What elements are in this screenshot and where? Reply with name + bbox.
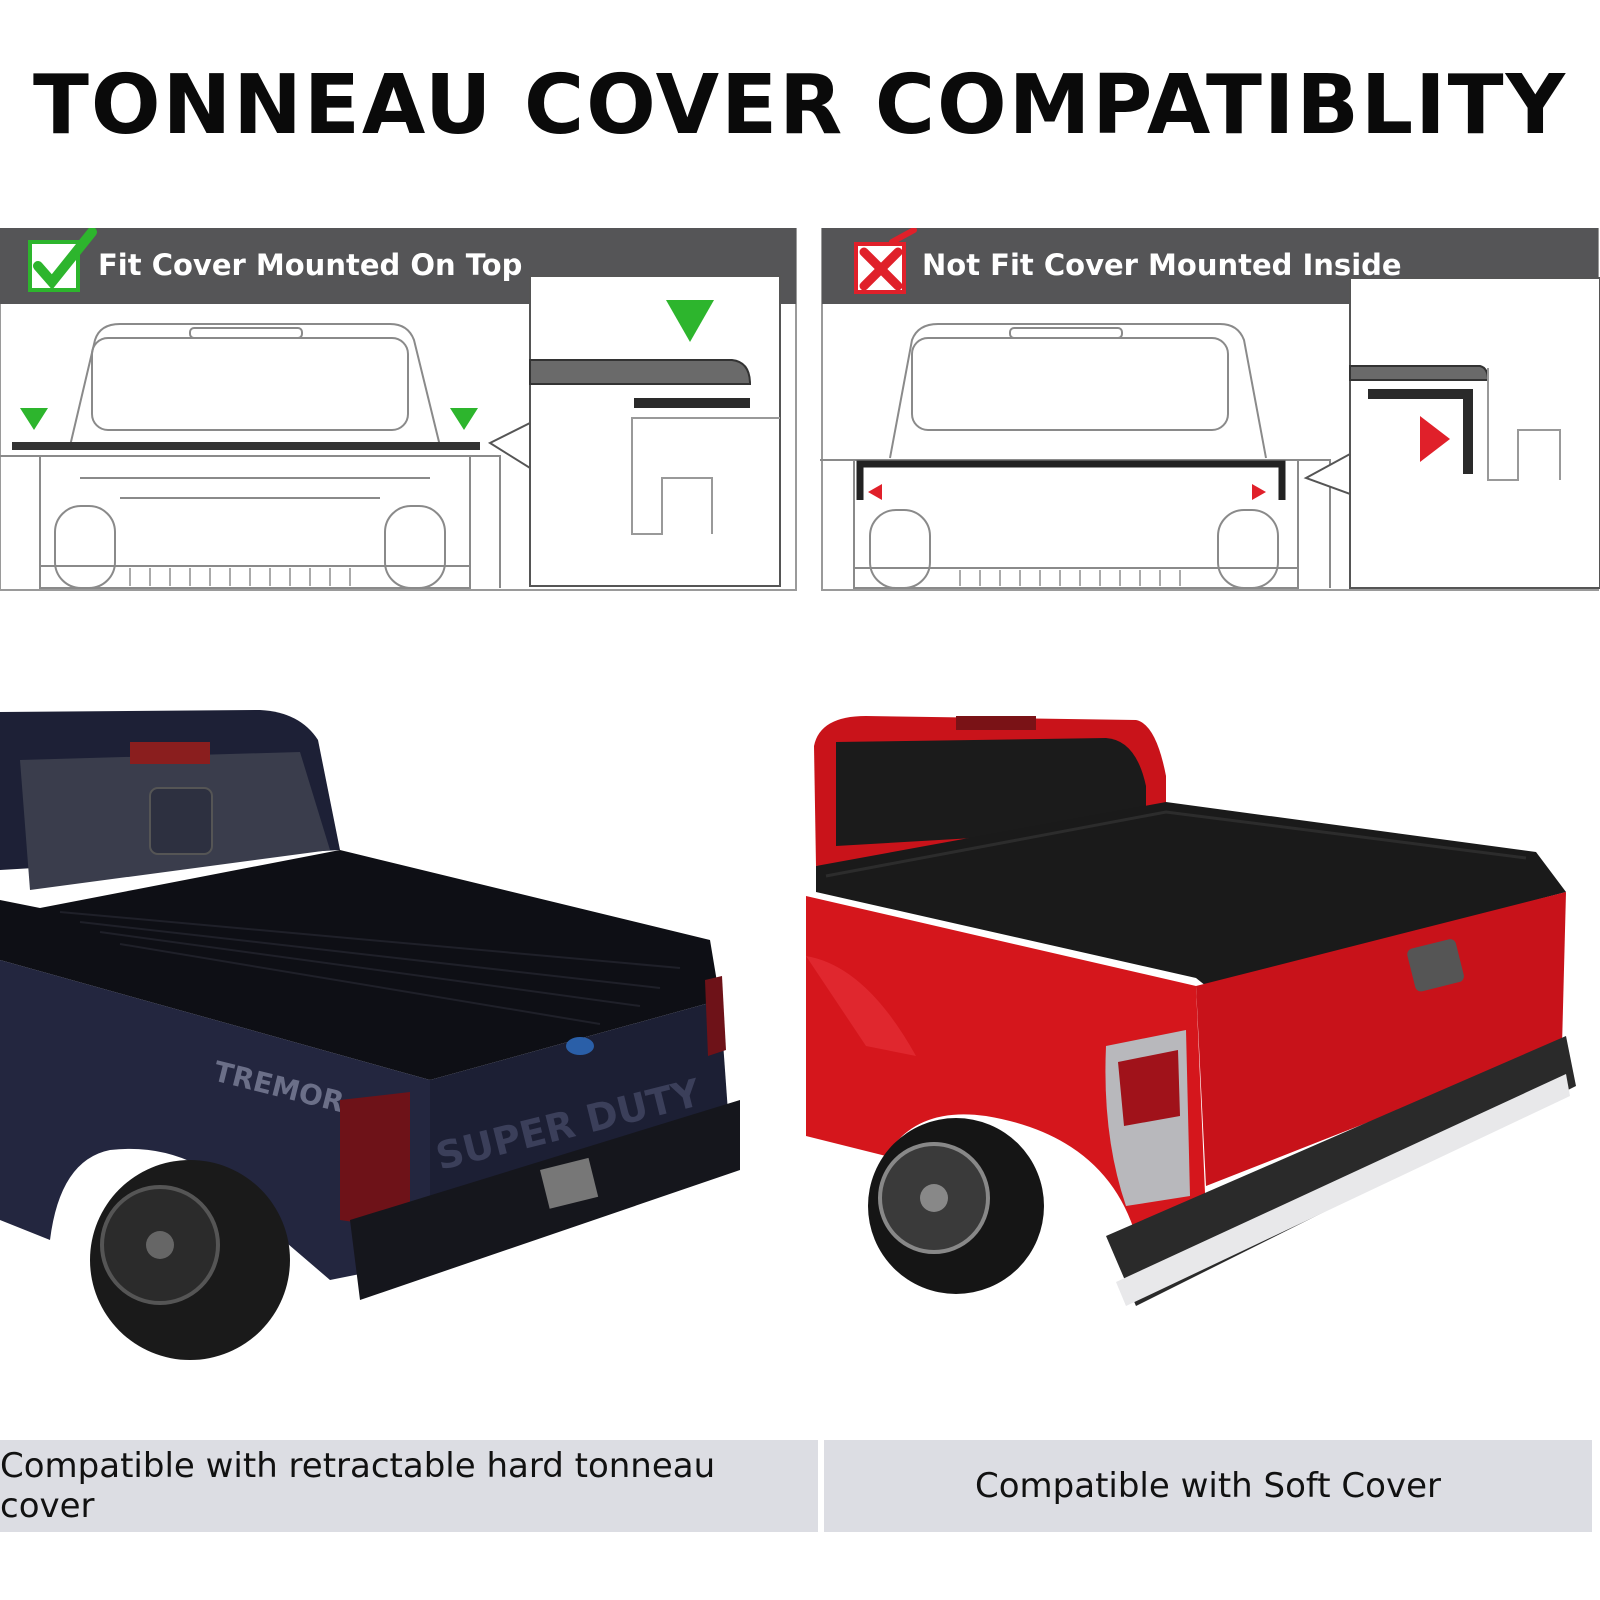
fit-diagram-panel [0, 228, 798, 592]
red-truck-image [806, 716, 1576, 1306]
caption-right-text: Compatible with Soft Cover [974, 1466, 1441, 1506]
check-icon [28, 228, 97, 292]
page-title: TONNEAU COVER COMPATIBLITY [32, 58, 1567, 153]
not-fit-diagram [820, 228, 1600, 591]
caption-left-text: Compatible with retractable hard tonneau… [0, 1446, 716, 1526]
fit-diagram [0, 228, 797, 591]
caption-right: Compatible with Soft Cover [824, 1440, 1592, 1532]
x-icon [854, 228, 917, 294]
fit-label: Fit Cover Mounted On Top [98, 248, 523, 282]
not-fit-diagram-panel [820, 228, 1600, 592]
not-fit-label: Not Fit Cover Mounted Inside [922, 248, 1402, 282]
navy-truck-image: SUPER DUTY TREMOR [0, 710, 740, 1360]
caption-left: Compatible with retractable hard tonneau… [0, 1440, 818, 1532]
